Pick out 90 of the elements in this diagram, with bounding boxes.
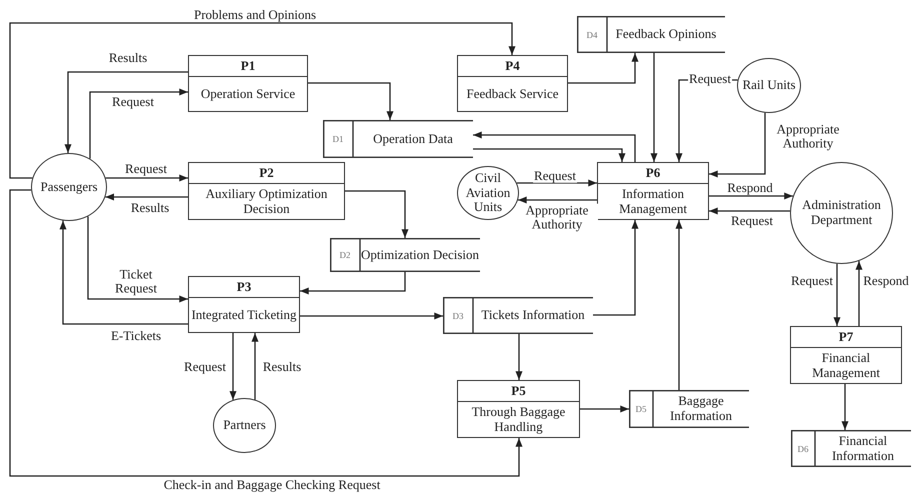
arrow [516,334,522,380]
edge-label: Request [730,214,774,228]
arrow [9,22,516,179]
arrow [709,112,766,178]
edge-label: Request [533,168,577,184]
edge-label: Results [130,200,170,216]
edge-label: Request [111,94,155,110]
edge-label: Problems and Opinions [192,8,318,22]
process-box [188,162,345,220]
process-label: Through Baggage Handling [470,404,566,434]
edge-label: Respond [862,274,910,288]
process-box [188,55,308,112]
arrow [856,260,862,326]
entity-label: Rail Units [741,78,797,93]
arrow [593,220,638,316]
edge-label: Request [124,162,168,176]
process-label: Information Management [618,186,688,216]
edge-label: Check-in and Baggage Checking Request [162,478,382,492]
arrow [834,264,840,326]
process-box [457,55,568,112]
arrow [64,71,188,153]
data-store [323,120,473,158]
data-store [629,390,749,428]
process-label: Financial Management [811,350,881,380]
process-box [597,162,709,220]
arrow [473,148,626,162]
arrow [300,272,406,294]
store-label: Financial Information [830,434,896,464]
process-id: P3 [236,279,252,295]
arrow [230,333,236,400]
store-id: D4 [586,30,598,40]
data-store [791,430,911,467]
entity-label: Administration Department [801,198,882,228]
arrow [580,406,629,412]
process-box [790,326,902,384]
arrow [676,220,682,390]
process-id: P7 [838,329,854,345]
arrow [87,216,188,302]
store-label: Tickets Information [480,308,586,323]
data-store [443,297,593,334]
arrow [516,180,597,186]
arrow [518,196,597,204]
store-label: Operation Data [372,132,454,146]
data-store [330,238,480,272]
store-label: Feedback Opinions [614,27,718,42]
arrow [709,208,790,214]
arrow [89,88,188,159]
store-id: D6 [796,444,810,454]
arrow [308,82,394,120]
arrow [709,192,793,200]
process-id: P1 [240,58,256,74]
process-id: P4 [505,58,520,74]
process-id: P2 [259,165,274,181]
edge-label: E-Tickets [110,328,162,344]
process-box [457,380,580,438]
arrow [473,132,636,162]
store-label: Baggage Information [668,394,734,424]
store-label: Optimization Decision [360,248,480,262]
store-id: D5 [634,404,648,414]
edge-label: Respond [726,180,774,196]
process-label: Integrated Ticketing [191,308,297,322]
arrow [345,190,408,238]
process-label: Feedback Service [466,86,559,102]
store-id: D3 [452,310,464,320]
arrow [300,312,443,320]
arrow [842,384,848,430]
process-box [188,276,300,333]
arrow [105,194,188,200]
entity-label: Civil Aviation Units [464,170,512,216]
edge-label: Results [262,360,302,374]
process-id: P5 [511,383,526,399]
edge-label: Request [688,72,732,86]
data-store [577,16,725,53]
arrow [252,333,258,400]
edge-label: Request [790,274,834,288]
arrow [650,53,658,162]
arrow [106,174,188,182]
arrow [9,189,522,477]
process-id: P6 [646,165,660,181]
arrow [60,220,188,325]
store-id: D2 [338,250,352,260]
edge-label: Results [108,50,148,66]
process-label: Operation Service [200,86,296,102]
arrow [568,53,638,84]
entity-label: Partners [222,418,267,433]
process-label: Auxiliary Optimization Decision [204,186,328,216]
entity-label: Passengers [39,180,99,194]
edge-label: Appropriate Authority [516,204,598,232]
store-id: D1 [332,134,344,144]
edge-label: Request [183,360,227,374]
